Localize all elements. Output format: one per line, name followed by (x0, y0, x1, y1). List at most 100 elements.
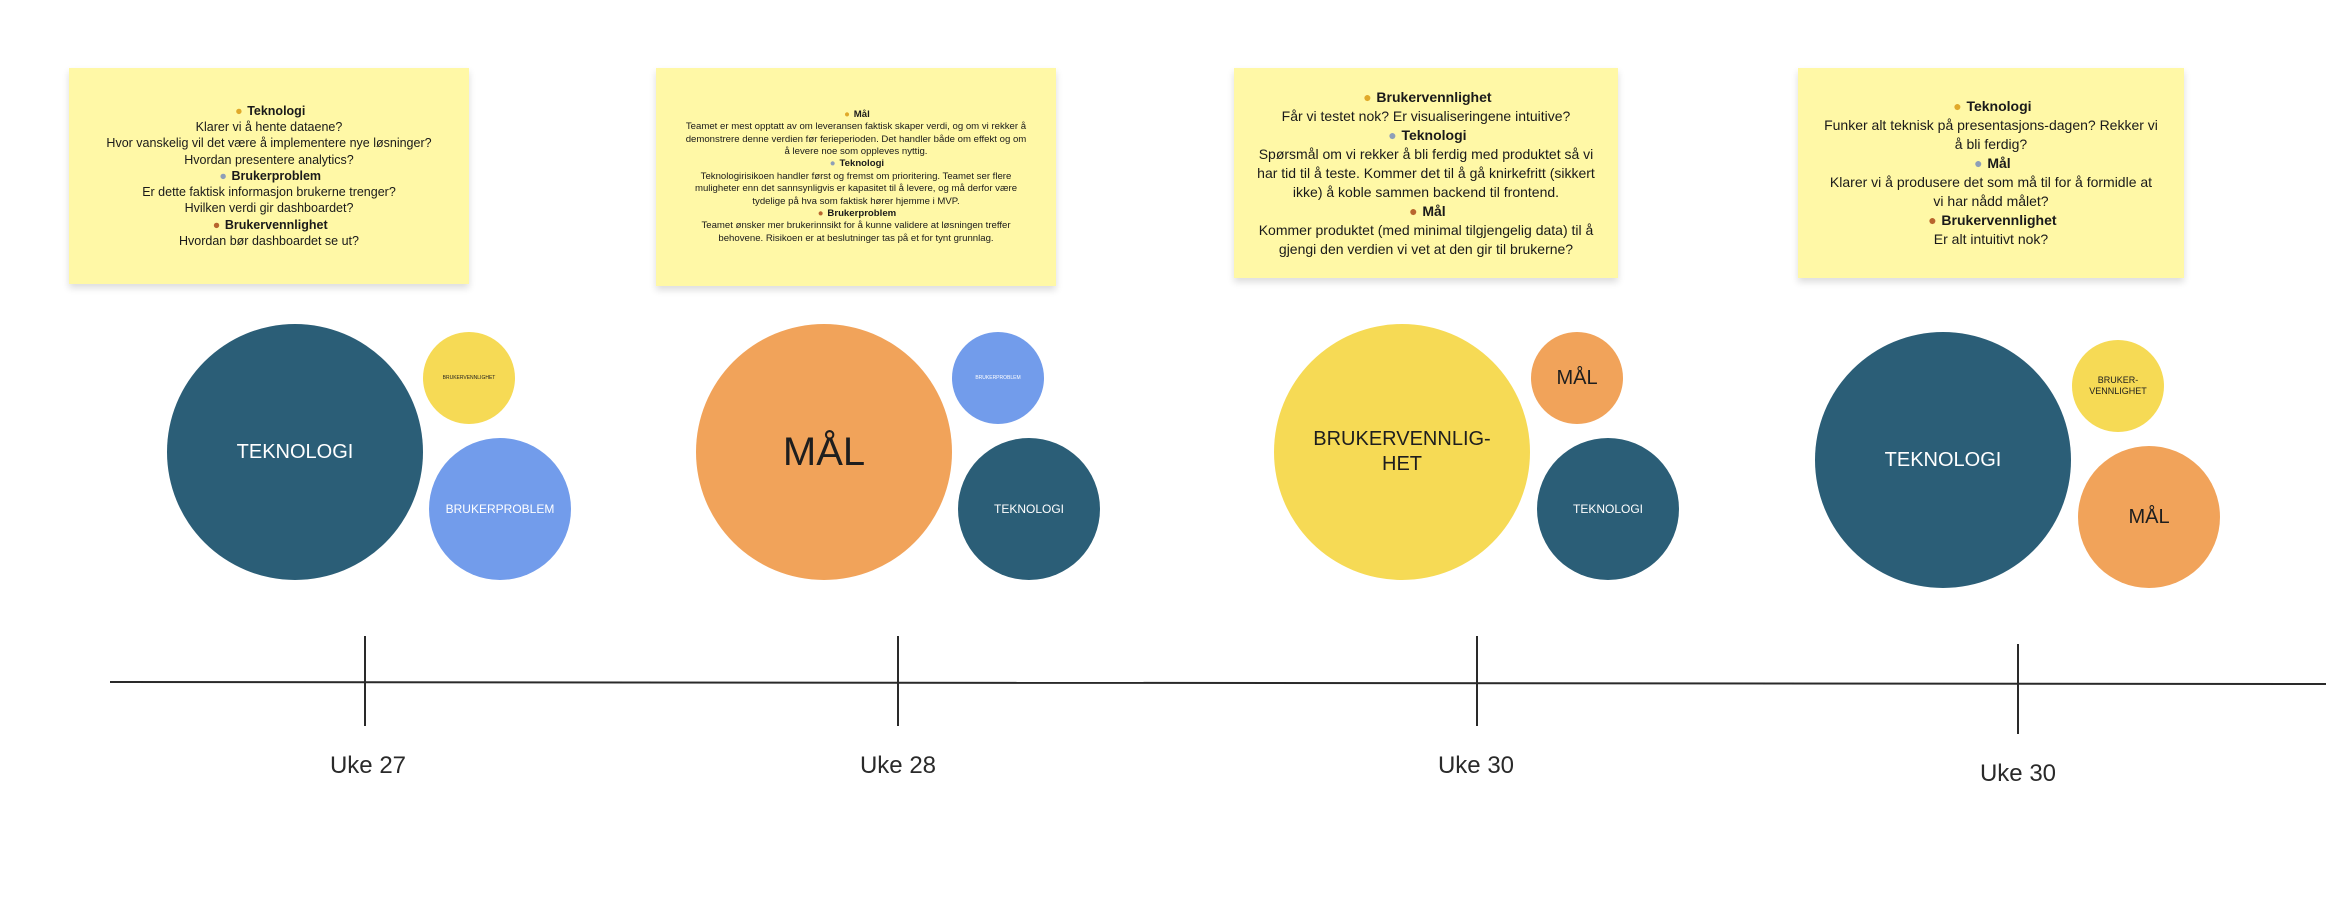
note-heading: ●Brukerproblem (684, 208, 1028, 220)
gold-medal-icon: ● (1953, 98, 1962, 114)
bubble-label: MÅL (1556, 366, 1598, 389)
note-text: Teamet er mest opptatt av om leveransen … (684, 121, 1028, 158)
note-line-text: Teknologi (1401, 126, 1467, 143)
note-line-text: Mål (1422, 202, 1446, 219)
note-line-text: Brukerproblem (231, 168, 322, 183)
bubble-label: BRUKERVENNLIG-HET (1313, 428, 1491, 475)
risk-bubble-brukervennlighet[interactable]: BRUKERVENNLIGHET (423, 332, 515, 424)
note-line-text: Mål (1987, 155, 2011, 171)
risk-bubble-mal[interactable]: MÅL (1531, 332, 1623, 424)
note-text: Får vi testet nok? Er visualiseringene i… (1256, 107, 1596, 126)
gold-medal-icon: ● (235, 104, 243, 119)
note-text: Klarer vi å hente dataene? (106, 119, 431, 135)
note-text: Kommer produktet (med minimal tilgjengel… (1256, 221, 1596, 259)
note-text: Teknologirisikoen handler først og frems… (684, 171, 1028, 208)
note-text: Klarer vi å produsere det som må til for… (1824, 173, 2158, 211)
silver-medal-icon: ● (829, 158, 836, 170)
bubble-label: TEKNOLOGI (1572, 501, 1643, 516)
note-line-text: Funker alt teknisk på presentasjons-dage… (1824, 117, 2158, 152)
note-heading: ●Brukervennlighet (1256, 88, 1596, 107)
note-text: Er alt intuitivt nok? (1824, 230, 2158, 249)
note-line-text: Teknologi (1966, 98, 2032, 114)
note-heading: ●Mål (1256, 202, 1596, 221)
risk-bubble-brukervennlighet[interactable]: BRUKERVENNLIG-HET (1274, 324, 1530, 580)
note-text: Hvilken verdi gir dashboardet? (106, 200, 431, 216)
bubble-label: TEKNOLOGI (993, 501, 1064, 516)
note-heading: ●Teknologi (1824, 97, 2158, 116)
timeline-label-uke-30-b: Uke 30 (1979, 760, 2057, 787)
note-line-text: Teknologi (839, 158, 885, 170)
note-line-text: Teknologi (247, 104, 306, 119)
bubble-label: TEKNOLOGI (236, 440, 354, 463)
bronze-medal-icon: ● (212, 217, 221, 232)
timeline-tick-uke-30 (1476, 636, 1478, 726)
note-heading: ●Brukervennlighet (1824, 211, 2158, 230)
note-heading: ●Mål (684, 109, 1028, 121)
note-line-text: Spørsmål om vi rekker å bli ferdig med p… (1257, 145, 1595, 200)
note-line-text: Teamet ønsker mer brukerinnsikt for å ku… (701, 220, 1011, 244)
note-heading: ●Teknologi (684, 158, 1028, 170)
note-line-text: Kommer produktet (med minimal tilgjengel… (1258, 221, 1594, 257)
note-heading: ●Brukervennlighet (106, 217, 431, 233)
risk-bubble-teknologi[interactable]: TEKNOLOGI (1537, 438, 1679, 580)
timeline-tick-uke-28 (897, 636, 899, 726)
note-line-text: Brukervennlighet (1941, 212, 2057, 228)
timeline-label-uke-28: Uke 28 (859, 752, 937, 779)
bubble-label: TEKNOLOGI (1884, 448, 2002, 471)
note-line-text: Hvordan bør dashboardet se ut? (179, 233, 359, 248)
timeline-tick-uke-27 (364, 636, 366, 726)
timeline-label-uke-27: Uke 27 (329, 752, 407, 779)
bubble-label: BRUKERPROBLEM (445, 501, 555, 516)
note-line-text: Klarer vi å hente dataene? (195, 120, 343, 135)
silver-medal-icon: ● (1974, 155, 1983, 171)
bronze-medal-icon: ● (1928, 212, 1937, 228)
note-text: Hvordan presentere analytics? (106, 152, 431, 168)
risk-bubble-teknologi[interactable]: TEKNOLOGI (958, 438, 1100, 580)
gold-medal-icon: ● (1363, 88, 1372, 105)
note-line-text: Brukerproblem (827, 208, 897, 220)
risk-bubble-brukervennlighet[interactable]: BRUKER-VENNLIGHET (2072, 340, 2164, 432)
note-line-text: Teamet er mest opptatt av om leveransen … (685, 121, 1027, 157)
silver-medal-icon: ● (219, 168, 227, 183)
note-line-text: Får vi testet nok? Er visualiseringene i… (1281, 107, 1571, 124)
note-text: Er dette faktisk informasjon brukerne tr… (106, 184, 431, 200)
risk-bubble-brukerproblem[interactable]: BRUKERPROBLEM (429, 438, 571, 580)
note-heading: ●Teknologi (1256, 126, 1596, 145)
note-text: Hvordan bør dashboardet se ut? (106, 233, 431, 249)
risk-bubble-brukerproblem[interactable]: BRUKERPROBLEM (952, 332, 1044, 424)
timeline-line (109, 681, 2326, 685)
note-heading: ● Teknologi (106, 103, 431, 119)
risk-bubble-mal[interactable]: MÅL (2078, 446, 2220, 588)
risk-bubble-mal[interactable]: MÅL (696, 324, 952, 580)
note-line-text: Brukervennlighet (1376, 88, 1492, 105)
bubble-label: MÅL (2128, 505, 2170, 528)
risk-bubble-teknologi[interactable]: TEKNOLOGI (167, 324, 423, 580)
gold-medal-icon: ● (844, 108, 850, 120)
bubble-label: BRUKERVENNLIGHET (442, 374, 496, 381)
bubble-label: MÅL (782, 430, 866, 474)
note-line-text: Brukervennlighet (224, 217, 328, 232)
risk-bubble-teknologi[interactable]: TEKNOLOGI (1815, 332, 2071, 588)
note-line-text: Er dette faktisk informasjon brukerne tr… (142, 185, 396, 200)
note-line-text: Hvilken verdi gir dashboardet? (184, 201, 354, 216)
bubble-label: BRUKER-VENNLIGHET (2089, 374, 2147, 396)
bronze-medal-icon: ● (1409, 202, 1418, 219)
timeline-tick-uke-30-b (2017, 644, 2019, 734)
note-line-text: Hvor vanskelig vil det være å implemente… (106, 136, 432, 151)
timeline-label-uke-30: Uke 30 (1437, 752, 1515, 779)
note-text: Hvor vanskelig vil det være å implemente… (106, 135, 431, 151)
note-text: Spørsmål om vi rekker å bli ferdig med p… (1256, 145, 1596, 202)
note-text: Teamet ønsker mer brukerinnsikt for å ku… (684, 220, 1028, 245)
note-line-text: Hvordan presentere analytics? (184, 152, 354, 167)
silver-medal-icon: ● (1388, 126, 1397, 143)
note-line-text: Er alt intuitivt nok? (1933, 231, 2049, 247)
